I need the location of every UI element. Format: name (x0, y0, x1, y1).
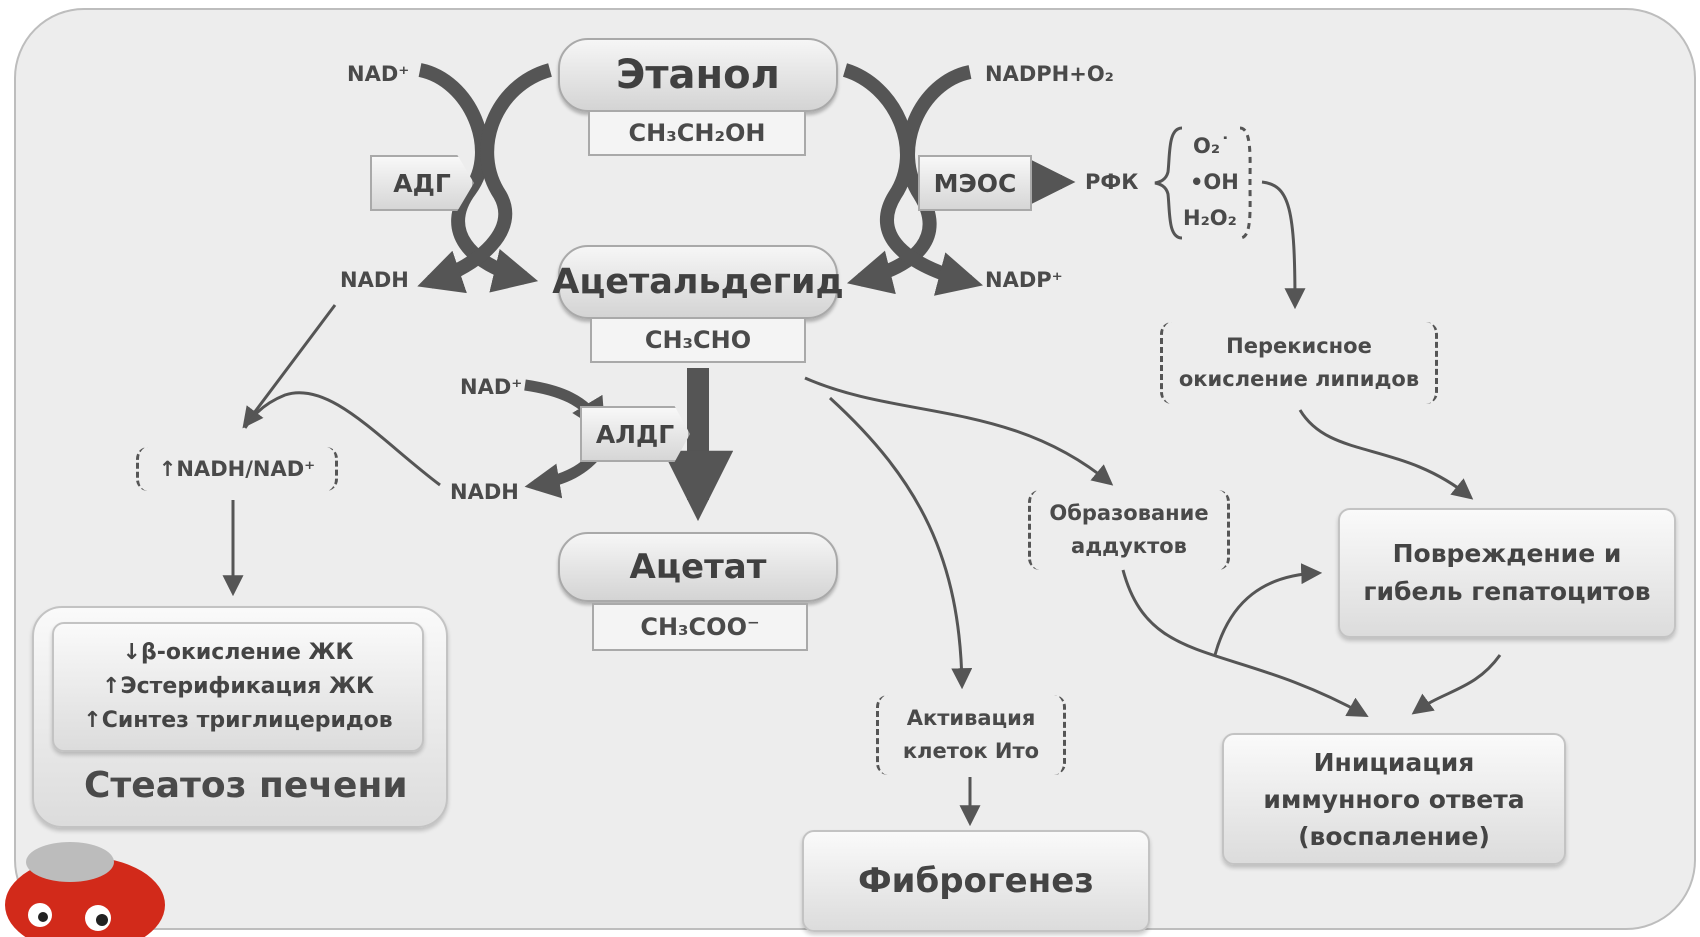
aldh-nadh-to-ratio-arrow (243, 391, 441, 487)
nadph-o2-label: NADPH+O₂ (985, 62, 1114, 86)
ros-item-peroxide: H₂O₂ (1183, 206, 1237, 230)
damage-to-immune-arrow (1411, 654, 1502, 715)
meos-arrow-out (842, 63, 984, 296)
nadh-left-label: NADH (340, 268, 409, 292)
nadh-to-ratio-arrow (242, 304, 337, 429)
lipid-peroxidation-line1: Перекисное (1226, 334, 1372, 358)
nadh-nad-ratio: ↑NADH/NAD⁺ (136, 447, 338, 491)
ito-activation: Активация клеток Ито (876, 695, 1066, 775)
acetate-node: Ацетат (558, 532, 838, 602)
ros-item-superoxide: O₂˙ (1193, 134, 1231, 158)
adducts-line2: аддуктов (1071, 534, 1187, 558)
ito-line2: клеток Ито (902, 739, 1040, 763)
aldh-enzyme-label: АЛДГ (580, 406, 690, 462)
steatosis-mechanisms: ↓β-окисление ЖК ↑Эстерификация ЖК ↑Синте… (52, 622, 424, 752)
adducts-to-damage-arrow (1213, 563, 1323, 656)
ros-brace-right (1239, 126, 1252, 240)
fibrogenesis-box: Фиброгенез (802, 830, 1150, 932)
ros-item-hydroxyl: •OH (1190, 170, 1239, 194)
lipid-peroxidation-line2: окисление липидов (1178, 367, 1420, 391)
peroxidation-to-damage-arrow (1298, 409, 1474, 500)
damage-line2: гибель гепатоцитов (1363, 577, 1651, 606)
adducts-line1: Образование (1049, 501, 1209, 525)
mascot-image (5, 842, 165, 937)
ros-label: РФК (1085, 170, 1139, 194)
ros-to-peroxidation-arrow (1261, 180, 1306, 310)
immune-response-box: Инициация иммунного ответа (воспаление) (1222, 733, 1566, 865)
ethanol-node: Этанол (558, 38, 838, 112)
hepatocyte-damage-box: Повреждение и гибель гепатоцитов (1338, 508, 1676, 638)
immune-line3: (воспаление) (1298, 821, 1490, 851)
ros-brace (1154, 126, 1183, 240)
ethanol-formula: CH₃CH₂OH (588, 110, 806, 156)
ito-line1: Активация (906, 706, 1036, 730)
nadp-label: NADP⁺ (985, 268, 1063, 292)
lipid-peroxidation: Перекисное окисление липидов (1160, 322, 1438, 404)
acetaldehyde-to-adducts-arrow (804, 376, 1114, 486)
acetaldehyde-to-ito-arrow (828, 396, 973, 690)
nadh-aldh-label: NADH (450, 480, 519, 504)
steatosis-line-beta-oxidation: ↓β-окисление ЖК (122, 640, 354, 665)
steatosis-line-esterification: ↑Эстерификация ЖК (102, 674, 374, 699)
nad-aldh-label: NAD⁺ (460, 375, 523, 399)
steatosis-line-triglycerides: ↑Синтез триглицеридов (83, 708, 393, 733)
nad-top-label: NAD⁺ (347, 62, 410, 86)
acetate-formula: CH₃COO⁻ (592, 603, 808, 651)
immune-line2: иммунного ответа (1263, 784, 1525, 814)
adducts-to-immune-arrow (1121, 569, 1369, 718)
adh-arrow-out (417, 63, 553, 294)
adh-enzyme-label: АДГ (370, 155, 474, 211)
damage-line1: Повреждение и (1392, 539, 1622, 568)
meos-enzyme-label: МЭОС (918, 155, 1032, 211)
acetaldehyde-formula: CH₃CHO (590, 317, 806, 363)
immune-line1: Инициация (1313, 747, 1475, 777)
acetaldehyde-node: Ацетальдегид (552, 245, 844, 319)
adducts-formation: Образование аддуктов (1028, 490, 1230, 570)
steatosis-title: Стеатоз печени (84, 765, 408, 806)
